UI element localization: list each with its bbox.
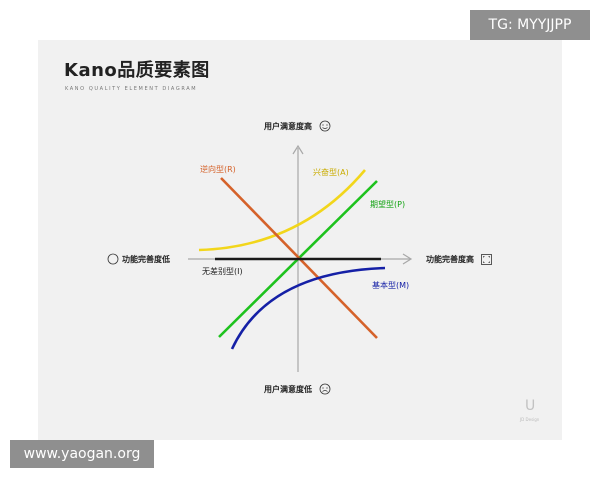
must-be-label: 基本型(M) bbox=[372, 280, 409, 290]
watermark-text: JD Design bbox=[519, 417, 540, 422]
x-axis-left-label: 功能完善度低 bbox=[122, 254, 170, 264]
attractive-label: 兴奋型(A) bbox=[313, 167, 349, 177]
y-axis-top-label: 用户满意度高 bbox=[263, 121, 312, 131]
x-axis-right-label: 功能完善度高 bbox=[426, 254, 474, 264]
watermark-logo: U bbox=[525, 398, 535, 414]
y-axis-arrow bbox=[292, 144, 304, 155]
page-title: Kano品质要素图 bbox=[64, 60, 210, 81]
y-axis-bottom-label: 用户满意度低 bbox=[263, 384, 312, 394]
diagram-card bbox=[38, 40, 562, 440]
attractive-curve bbox=[198, 169, 366, 252]
x-axis-arrow bbox=[402, 253, 413, 265]
must-be-curve bbox=[230, 266, 386, 350]
reverse-label: 逆向型(R) bbox=[200, 164, 236, 174]
full-square-icon bbox=[481, 254, 492, 265]
page-subtitle: KANO QUALITY ELEMENT DIAGRAM bbox=[65, 86, 198, 92]
telegram-badge: TG: MYYJJPP bbox=[470, 10, 590, 40]
frown-icon bbox=[319, 383, 331, 395]
performance-label: 期望型(P) bbox=[370, 199, 405, 209]
website-badge: www.yaogan.org bbox=[10, 440, 154, 468]
empty-circle-icon bbox=[107, 253, 119, 265]
indifferent-label: 无差别型(I) bbox=[202, 266, 243, 276]
smile-icon bbox=[319, 120, 331, 132]
